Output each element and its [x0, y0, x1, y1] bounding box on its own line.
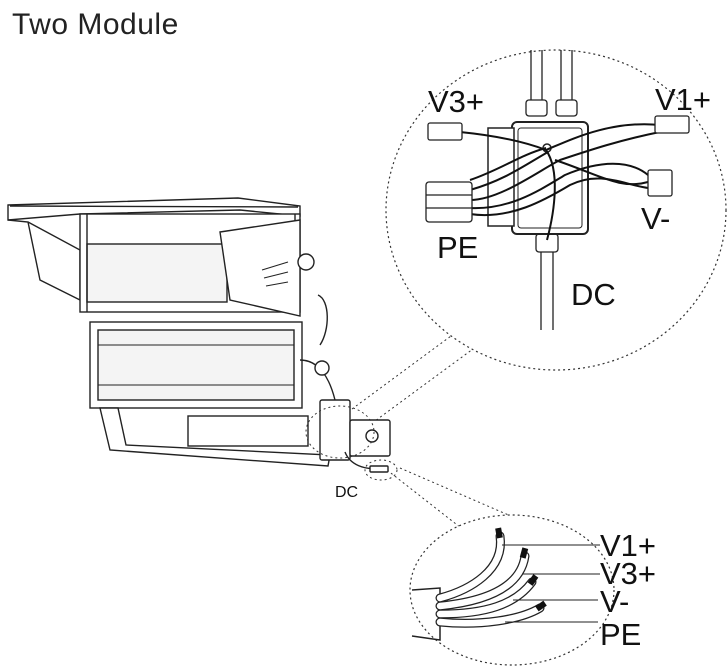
cable-label-v-minus: V-	[600, 584, 629, 619]
cable-end-callout: V1+ V3+ V- PE	[409, 514, 656, 666]
fixture-label-dc: DC	[335, 484, 358, 501]
junction-label-v-minus: V-	[641, 201, 670, 236]
fixture-illustration	[7, 197, 398, 481]
junction-label-pe: PE	[437, 230, 478, 265]
junction-label-v3-plus: V3+	[428, 84, 484, 119]
junction-box-callout: V3+ V1+ V- PE DC	[385, 49, 727, 371]
cable-label-v3-plus: V3+	[600, 556, 656, 591]
page-title: Two Module	[12, 8, 179, 41]
junction-label-dc: DC	[571, 277, 616, 312]
cable-label-v1-plus: V1+	[600, 528, 656, 563]
junction-label-v1-plus: V1+	[655, 82, 711, 117]
cable-label-pe: PE	[600, 617, 641, 652]
leader-lines	[351, 321, 521, 536]
